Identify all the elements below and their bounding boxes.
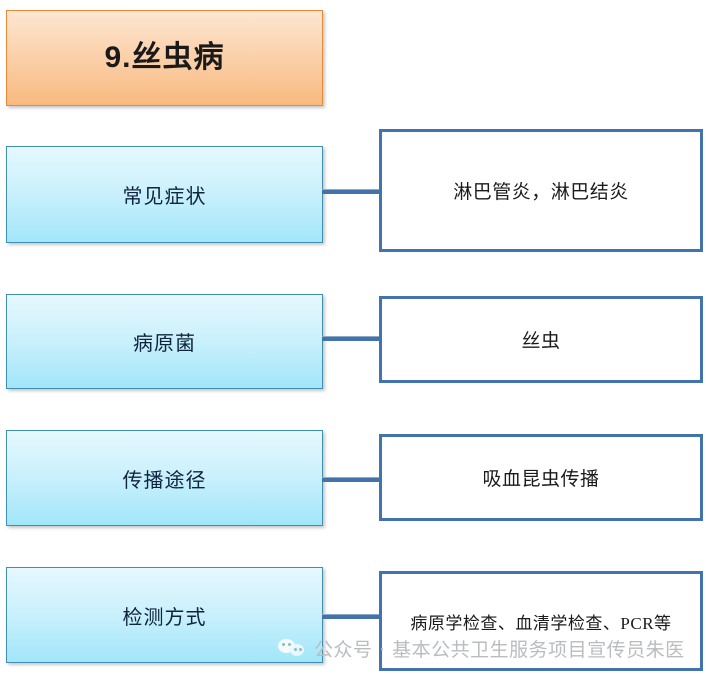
page-title: 9.丝虫病: [104, 41, 225, 74]
category-box-pathogen: 病原菌: [6, 294, 323, 389]
value-box-pathogen: 丝虫: [379, 296, 703, 383]
diagram-title-box: 9.丝虫病: [6, 10, 323, 106]
category-box-detection: 检测方式: [6, 567, 323, 663]
category-label: 常见症状: [122, 186, 207, 208]
category-label: 检测方式: [122, 606, 207, 629]
value-box-transmission: 吸血昆虫传播: [379, 434, 703, 521]
connector-line-3: [322, 477, 382, 482]
value-label: 淋巴管炎，淋巴结炎: [453, 182, 629, 203]
connector-line-4: [322, 614, 382, 619]
value-box-symptoms: 淋巴管炎，淋巴结炎: [379, 129, 703, 252]
value-label: 病原学检查、血清学检查、PCR等: [410, 613, 672, 633]
category-box-transmission: 传播途径: [6, 430, 323, 526]
category-label: 传播途径: [122, 469, 207, 492]
connector-line-2: [322, 336, 382, 341]
category-label: 病原菌: [133, 333, 196, 355]
value-box-detection: 病原学检查、血清学检查、PCR等: [379, 571, 703, 671]
value-label: 丝虫: [521, 331, 561, 352]
category-box-symptoms: 常见症状: [6, 146, 323, 243]
connector-line-1: [322, 189, 382, 194]
value-label: 吸血昆虫传播: [482, 469, 600, 490]
